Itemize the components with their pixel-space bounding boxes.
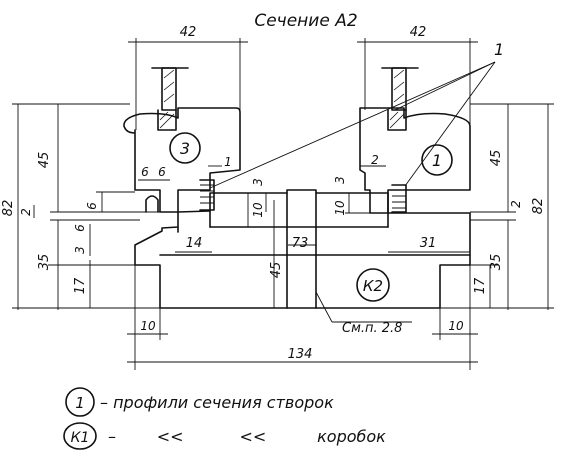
dim-left-14: 14 [186, 236, 203, 251]
dim-center-73: 73 [292, 236, 309, 251]
profile-circle-1 [421, 144, 453, 176]
dim-left-6a: 6 [141, 165, 149, 179]
right-sash-profile [359, 67, 471, 214]
dim-left-42: 42 [180, 25, 197, 40]
dim-left-3b: 3 [251, 178, 265, 186]
dim-right-35: 35 [489, 254, 504, 271]
dim-left-1: 1 [224, 155, 232, 169]
profile-label-3: 3 [180, 139, 190, 158]
leader-lines: 1 [209, 40, 504, 189]
dim-right-45: 45 [489, 150, 504, 167]
legend-text-1: – профили сечения створок [100, 393, 334, 412]
profile-label-1: 1 [432, 151, 442, 170]
dim-left-6d: 6 [73, 224, 87, 232]
dim-right-3: 3 [333, 176, 347, 184]
dim-left-6c: 6 [85, 202, 99, 210]
legend-symbol-k1-circle [63, 422, 97, 450]
legend-symbol-1-circle [65, 387, 95, 417]
profile-label-k2: К2 [363, 277, 383, 295]
dim-left-6b: 6 [158, 165, 166, 179]
dim-right-42: 42 [410, 25, 427, 40]
dimension-lines [12, 38, 554, 370]
frame-profile-box [134, 189, 471, 309]
dim-right-31: 31 [420, 236, 437, 251]
note-text: См.п. 2.8 [342, 321, 402, 336]
dimension-labels: 42 42 45 45 82 82 2 2 35 35 17 17 6 6 6 … [1, 25, 546, 362]
dim-left-82: 82 [1, 200, 16, 217]
section-title: Сечение А2 [254, 11, 357, 31]
leader-label-1: 1 [494, 40, 504, 59]
left-sash-profile [123, 67, 241, 213]
dim-left-10: 10 [251, 202, 265, 218]
dim-right-17: 17 [473, 277, 488, 294]
dim-left-17: 17 [73, 277, 88, 294]
dim-bottom-right-10: 10 [448, 319, 464, 333]
legend-text-k1: – << << коробок [108, 427, 386, 446]
dim-left-35: 35 [37, 254, 52, 271]
dim-right-2: 2 [509, 200, 523, 208]
dim-right-2b: 2 [371, 153, 379, 167]
dim-left-2: 2 [19, 208, 33, 216]
profile-circle-k2 [356, 268, 390, 302]
dim-left-45: 45 [37, 152, 52, 169]
dim-bottom-134: 134 [288, 347, 313, 362]
dim-left-3: 3 [73, 246, 87, 254]
legend-symbol-k1: К1 [71, 430, 90, 446]
dim-bottom-left-10: 10 [140, 319, 156, 333]
legend: 1 – профили сечения створок К1 – << << к… [63, 387, 386, 450]
profile-circle-3 [169, 132, 201, 164]
dim-right-10: 10 [333, 200, 347, 216]
dim-right-82: 82 [531, 198, 546, 215]
legend-symbol-1: 1 [75, 394, 85, 412]
dim-center-45: 45 [269, 262, 284, 279]
